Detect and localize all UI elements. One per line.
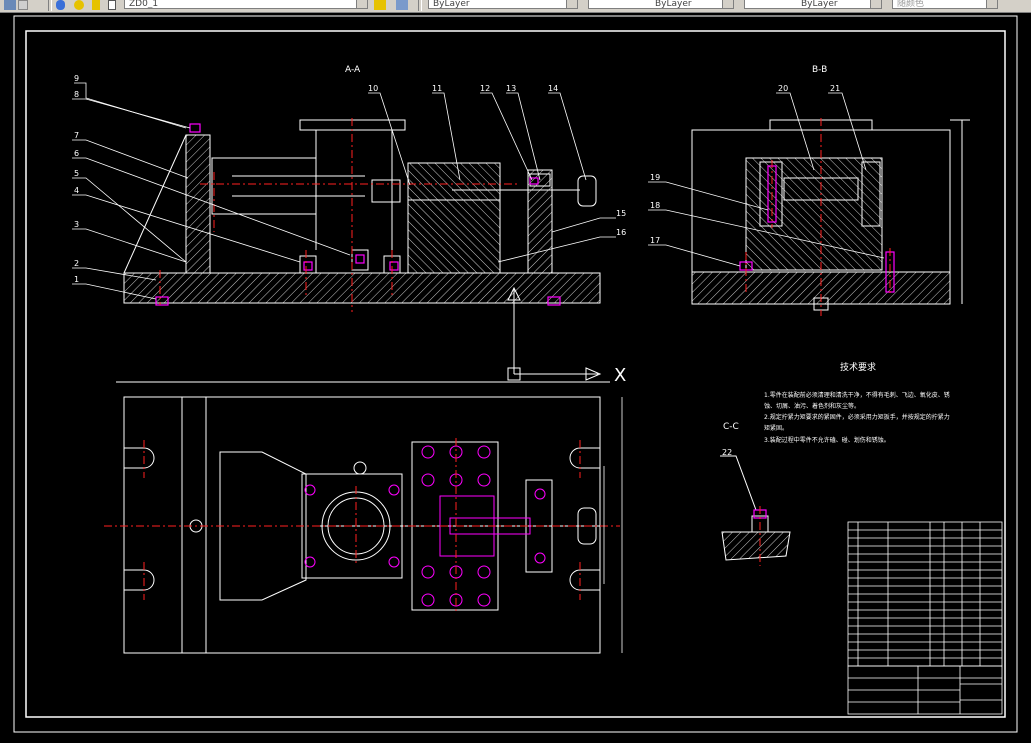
chevron-down-icon[interactable]	[986, 0, 997, 8]
part-number: 8	[74, 90, 79, 99]
part-number: 16	[616, 228, 626, 237]
part-number: 3	[74, 220, 79, 229]
linetype-combo-value: ByLayer	[655, 0, 692, 9]
tech-requirement-line: 蚀、切屑、油污、着色剂和灰尘等。	[764, 402, 860, 410]
part-number: 11	[432, 84, 442, 93]
section-bb-centerlines	[745, 118, 891, 316]
color-combo[interactable]: ByLayer	[428, 0, 578, 9]
chevron-down-icon[interactable]	[870, 0, 881, 8]
part-number: 18	[650, 201, 660, 210]
linetype-combo[interactable]: ByLayer	[588, 0, 734, 9]
part-number: 6	[74, 149, 79, 158]
section-aa-leaders	[72, 82, 616, 300]
lineweight-combo[interactable]: ByLayer	[744, 0, 882, 9]
section-aa-label: A-A	[345, 65, 361, 75]
part-number: 20	[778, 84, 788, 93]
sun-icon[interactable]	[74, 0, 84, 10]
section-bb-view	[691, 119, 970, 311]
lock-icon[interactable]	[92, 0, 100, 10]
plotstyle-combo[interactable]: 随颜色	[892, 0, 998, 9]
section-aa-centerlines	[159, 118, 520, 312]
plan-view	[116, 381, 610, 654]
drawing-canvas[interactable]: A-A B-B C-C	[0, 12, 1031, 739]
title-block	[847, 521, 1003, 715]
chevron-down-icon[interactable]	[722, 0, 733, 8]
lineweight-combo-value: ByLayer	[801, 0, 838, 9]
properties-toolbar: ZD0_1 ByLayer ByLayer ByLayer 随颜色	[0, 0, 1031, 13]
section-bb-part-numbers: 20 21 19 18 17	[650, 84, 840, 245]
color-swatch-icon[interactable]	[108, 0, 116, 10]
part-number: 1	[74, 275, 79, 284]
part-number: 10	[368, 84, 378, 93]
bulb-on-icon[interactable]	[56, 0, 65, 10]
section-bb-label: B-B	[812, 65, 827, 75]
plan-view-dimensions	[603, 397, 623, 653]
layer-manager-icon[interactable]	[4, 0, 16, 10]
chevron-down-icon[interactable]	[566, 0, 577, 8]
layer-combo[interactable]: ZD0_1	[124, 0, 368, 9]
section-aa-view	[123, 119, 601, 304]
layer-state-icon[interactable]	[18, 0, 28, 10]
section-cc-view	[720, 455, 791, 561]
part-number: 14	[548, 84, 558, 93]
technical-requirements: 技术要求 1.零件在装配前必须清理和清洗干净，不得有毛刺、飞边、氧化皮、锈 蚀、…	[764, 361, 950, 444]
part-number: 21	[830, 84, 840, 93]
layer-combo-value: ZD0_1	[129, 0, 159, 9]
part-number: 2	[74, 259, 79, 268]
plotstyle-combo-value: 随颜色	[897, 0, 925, 9]
part-number: 15	[616, 209, 626, 218]
ucs-icon	[507, 286, 602, 381]
part-number: 22	[722, 448, 732, 457]
part-number: 7	[74, 131, 79, 140]
tech-requirement-line: 3.装配过程中零件不允许磕、碰、划伤和锈蚀。	[764, 436, 890, 444]
color-combo-value: ByLayer	[433, 0, 470, 9]
section-cc-label: C-C	[723, 422, 739, 432]
section-aa-part-numbers: 9 8 7 6 5 4 3 2 1 10 11 12 13 14 15 16	[74, 74, 626, 284]
x-axis-label: X	[614, 365, 626, 386]
make-current-icon[interactable]	[374, 0, 386, 10]
chevron-down-icon[interactable]	[356, 0, 367, 8]
part-number: 5	[74, 169, 79, 178]
part-number: 12	[480, 84, 490, 93]
outer-frame	[13, 15, 1018, 733]
inner-frame	[25, 30, 1006, 718]
part-number: 4	[74, 186, 79, 195]
part-number: 9	[74, 74, 79, 83]
layer-previous-icon[interactable]	[396, 0, 408, 10]
part-number: 13	[506, 84, 516, 93]
tech-requirement-line: 矩紧固。	[764, 424, 788, 432]
tech-requirement-line: 1.零件在装配前必须清理和清洗干净，不得有毛刺、飞边、氧化皮、锈	[764, 391, 950, 399]
plan-view-centerlines	[104, 438, 620, 614]
part-number: 19	[650, 173, 660, 182]
tech-requirement-line: 2.规定拧紧力矩要求的紧固件，必须采用力矩扳手，并按规定的拧紧力	[764, 413, 950, 421]
section-bb-leaders	[648, 92, 885, 267]
part-number: 17	[650, 236, 660, 245]
tech-requirements-title: 技术要求	[840, 361, 876, 373]
